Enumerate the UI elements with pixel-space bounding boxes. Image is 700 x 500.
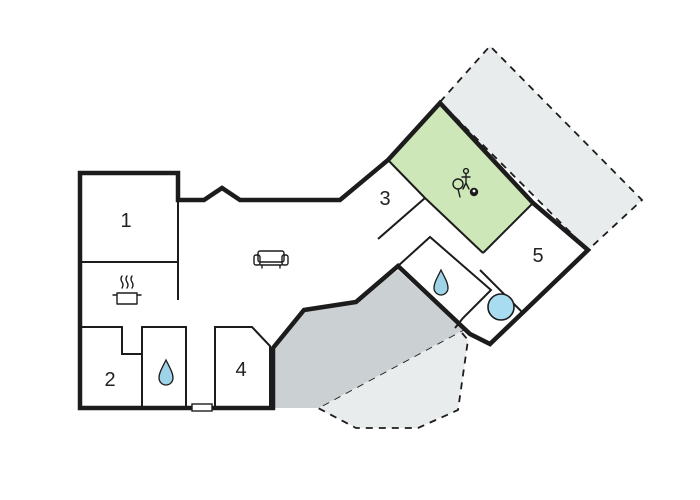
sofa-icon bbox=[253, 250, 289, 269]
wall-activity-bedroom5 bbox=[482, 202, 534, 254]
outdoor-area-south-outline bbox=[316, 329, 469, 429]
bathroom-water-drop-icon bbox=[158, 358, 174, 386]
exterior-walls bbox=[77, 99, 592, 411]
room-label-4: 4 bbox=[235, 359, 246, 381]
wall-spa-room bbox=[479, 269, 523, 313]
spa-pool-icon bbox=[487, 293, 515, 321]
room-label-5: 5 bbox=[532, 245, 543, 267]
kitchen-pot-icon bbox=[112, 275, 142, 305]
entrance-door bbox=[191, 403, 213, 412]
room-label-2: 2 bbox=[104, 369, 115, 391]
room-label-1: 1 bbox=[120, 210, 131, 232]
wall-bathroom2 bbox=[397, 235, 493, 329]
bathroom-water-drop-icon-2 bbox=[433, 268, 449, 296]
outdoor-area-north bbox=[440, 46, 642, 250]
room-label-3: 3 bbox=[379, 188, 390, 210]
foosball-player-icon bbox=[461, 167, 471, 190]
wall-bedroom3-bottom bbox=[377, 197, 426, 240]
wall-bedroom3-activity bbox=[387, 159, 426, 199]
billiards-ball-icon bbox=[469, 187, 479, 197]
wall-bedroom4 bbox=[214, 326, 271, 409]
activity-room bbox=[388, 103, 533, 253]
terrace bbox=[273, 270, 463, 408]
table-tennis-icon bbox=[452, 178, 464, 198]
wall-activity-bottom bbox=[424, 197, 484, 254]
outdoor-area-north-outline bbox=[438, 44, 644, 252]
